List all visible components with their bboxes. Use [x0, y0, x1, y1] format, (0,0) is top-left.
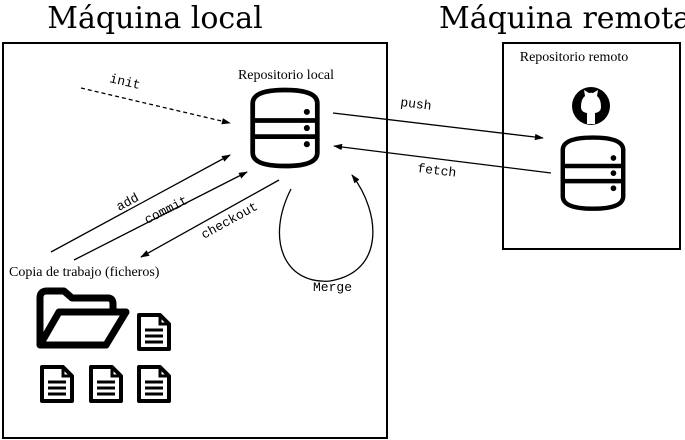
merge-arrow [278, 174, 374, 282]
add-label: add [114, 190, 142, 214]
document-icon [137, 313, 171, 351]
fetch-arrow [333, 143, 552, 174]
remote-repo-label: Repositorio remoto [520, 50, 629, 65]
document-icon [89, 365, 123, 403]
merge-label: Merge [313, 280, 352, 295]
folder-open-icon [36, 287, 130, 349]
fetch-label: fetch [417, 161, 458, 181]
remote-machine-title: Máquina remota [439, 1, 685, 36]
init-arrow [80, 87, 231, 125]
github-icon [572, 87, 610, 125]
checkout-label: checkout [199, 199, 261, 242]
local-machine-box [2, 42, 388, 439]
init-label: init [108, 71, 142, 93]
working-copy-label: Copia de trabajo (ficheros) [9, 265, 160, 280]
document-icon [40, 365, 74, 403]
local-repo-label: Repositorio local [238, 68, 334, 83]
remote-repo-database-icon [563, 138, 623, 209]
local-repo-database-icon [253, 90, 318, 166]
add-arrow [50, 154, 231, 253]
checkout-arrow [140, 179, 280, 258]
push-arrow [332, 112, 544, 141]
commit-arrow [73, 171, 248, 261]
push-label: push [400, 95, 433, 114]
local-machine-title: Máquina local [47, 1, 262, 36]
document-icon [137, 365, 171, 403]
remote-machine-box [502, 42, 681, 250]
